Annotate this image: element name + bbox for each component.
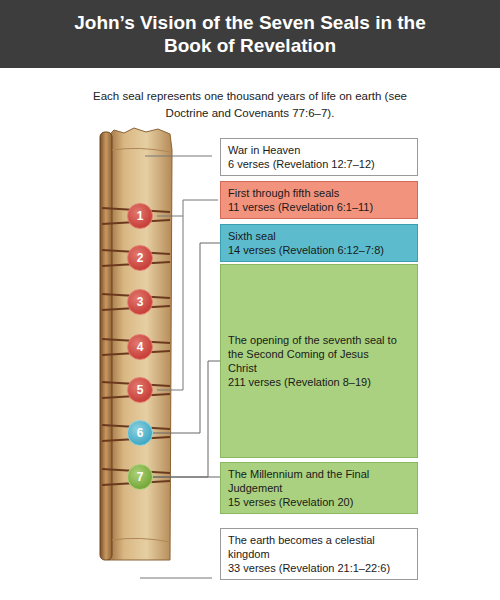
seal-circle: 5 (127, 377, 153, 403)
verse-count: 211 verses (Revelation 8–19) (228, 375, 410, 389)
seal-number: 1 (137, 209, 144, 223)
period-box: The earth becomes a celestial kingdom33 … (220, 528, 418, 580)
seal-connector (153, 477, 220, 478)
period-box: The Millennium and the Final Judgement15… (220, 462, 418, 514)
subtitle-note: Each seal represents one thousand years … (75, 88, 425, 122)
seal-number: 6 (137, 426, 144, 440)
period-heading: War in Heaven (228, 143, 410, 157)
period-heading: Sixth seal (228, 229, 410, 243)
period-box: Sixth seal14 verses (Revelation 6:12–7:8… (220, 224, 418, 262)
period-heading: The opening of the seventh seal to the S… (228, 333, 400, 375)
period-heading: First through fifth seals (228, 186, 410, 200)
period-box: War in Heaven6 verses (Revelation 12:7–1… (220, 138, 418, 176)
seal-connector (153, 361, 220, 477)
verse-count: 15 verses (Revelation 20) (228, 495, 410, 509)
verse-count: 6 verses (Revelation 12:7–12) (228, 157, 410, 171)
seal-number: 3 (137, 295, 144, 309)
seal-number: 4 (137, 340, 144, 354)
period-box: First through fifth seals11 verses (Reve… (220, 181, 418, 219)
verse-count: 33 verses (Revelation 21:1–22:6) (228, 561, 410, 575)
title: John’s Vision of the Seven Seals in the … (70, 11, 430, 57)
seal-circle: 4 (127, 334, 153, 360)
period-heading: The Millennium and the Final Judgement (228, 467, 373, 495)
seal-number: 5 (137, 383, 144, 397)
seal-circle: 1 (127, 203, 153, 229)
title-bar (0, 0, 500, 68)
seal-number: 2 (137, 251, 144, 265)
period-box: The opening of the seventh seal to the S… (220, 264, 418, 458)
seal-circle: 3 (127, 289, 153, 315)
verse-count: 14 verses (Revelation 6:12–7:8) (228, 243, 410, 257)
seal-circle: 2 (127, 245, 153, 271)
seal-connector (153, 243, 220, 433)
seal-circle: 6 (127, 420, 153, 446)
verse-count: 11 verses (Revelation 6:1–11) (228, 200, 410, 214)
seal-circle: 7 (127, 464, 153, 490)
seal-number: 7 (137, 470, 144, 484)
period-heading: The earth becomes a celestial kingdom (228, 533, 378, 561)
